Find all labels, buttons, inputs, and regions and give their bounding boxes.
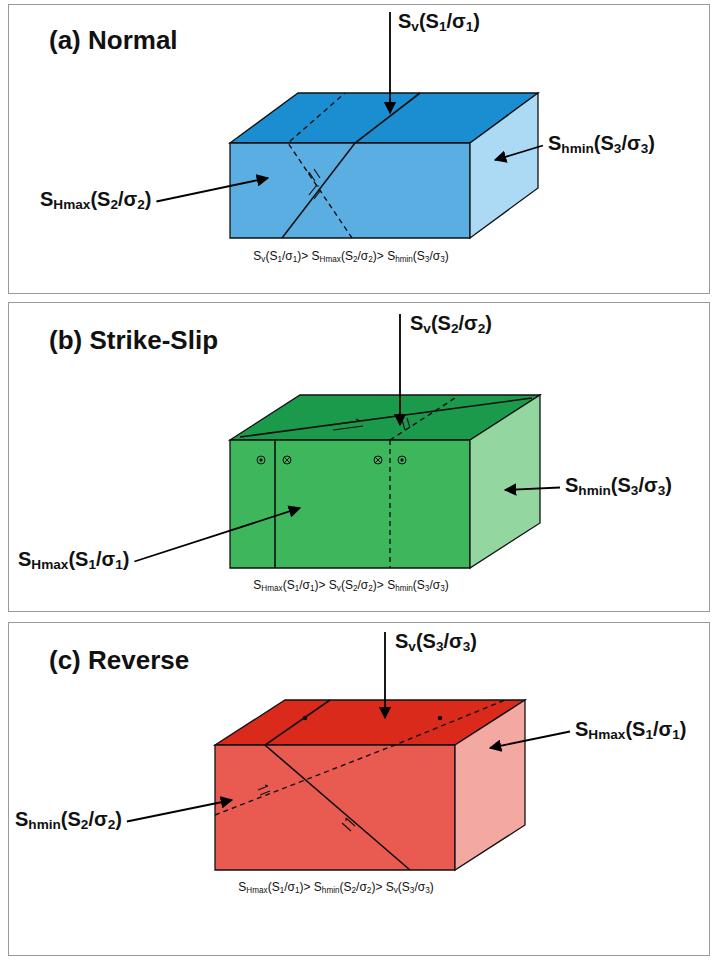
stress-label: Sv(S2/σ2) (410, 312, 492, 335)
stress-arrow (490, 732, 570, 749)
stress-arrow (384, 632, 386, 718)
stress-arrow (156, 178, 268, 202)
stress-arrow (389, 12, 391, 113)
stress-label: SHmax(S2/σ2) (40, 188, 151, 211)
panel-title: (c) Reverse (49, 645, 189, 676)
stress-inequality: SHmax(S1/σ1)> Sv(S2/σ2)> Shmin(S3/σ3) (253, 578, 448, 592)
stress-label: Sv(S3/σ3) (395, 630, 477, 653)
strike-slip-block (230, 395, 540, 568)
regime-panel: (c) ReverseSHmax(S1/σ1)> Shmin(S2/σ2)> S… (8, 622, 710, 956)
panel-title: (b) Strike-Slip (49, 325, 218, 356)
stress-label: SHmax(S1/σ1) (575, 718, 686, 741)
stress-arrow (127, 800, 232, 822)
stress-arrow (399, 314, 401, 425)
stress-label: SHmax(S1/σ1) (18, 548, 129, 571)
stress-label: Sv(S1/σ1) (398, 10, 480, 33)
normal-block (230, 93, 538, 238)
stress-arrow (505, 488, 560, 491)
stress-arrow (134, 508, 300, 562)
stress-arrows (127, 12, 570, 822)
stress-label: Shmin(S2/σ2) (15, 808, 122, 831)
reverse-block (215, 700, 525, 870)
stress-label: Shmin(S3/σ3) (565, 474, 672, 497)
panel-title: (a) Normal (49, 25, 178, 56)
stress-arrow (495, 146, 543, 161)
stress-label: Shmin(S3/σ3) (548, 132, 655, 155)
stress-inequality: Sv(S1/σ1)> SHmax(S2/σ2)> Shmin(S3/σ3) (253, 249, 448, 263)
stress-inequality: SHmax(S1/σ1)> Shmin(S2/σ2)> Sv(S3/σ3) (238, 880, 433, 894)
